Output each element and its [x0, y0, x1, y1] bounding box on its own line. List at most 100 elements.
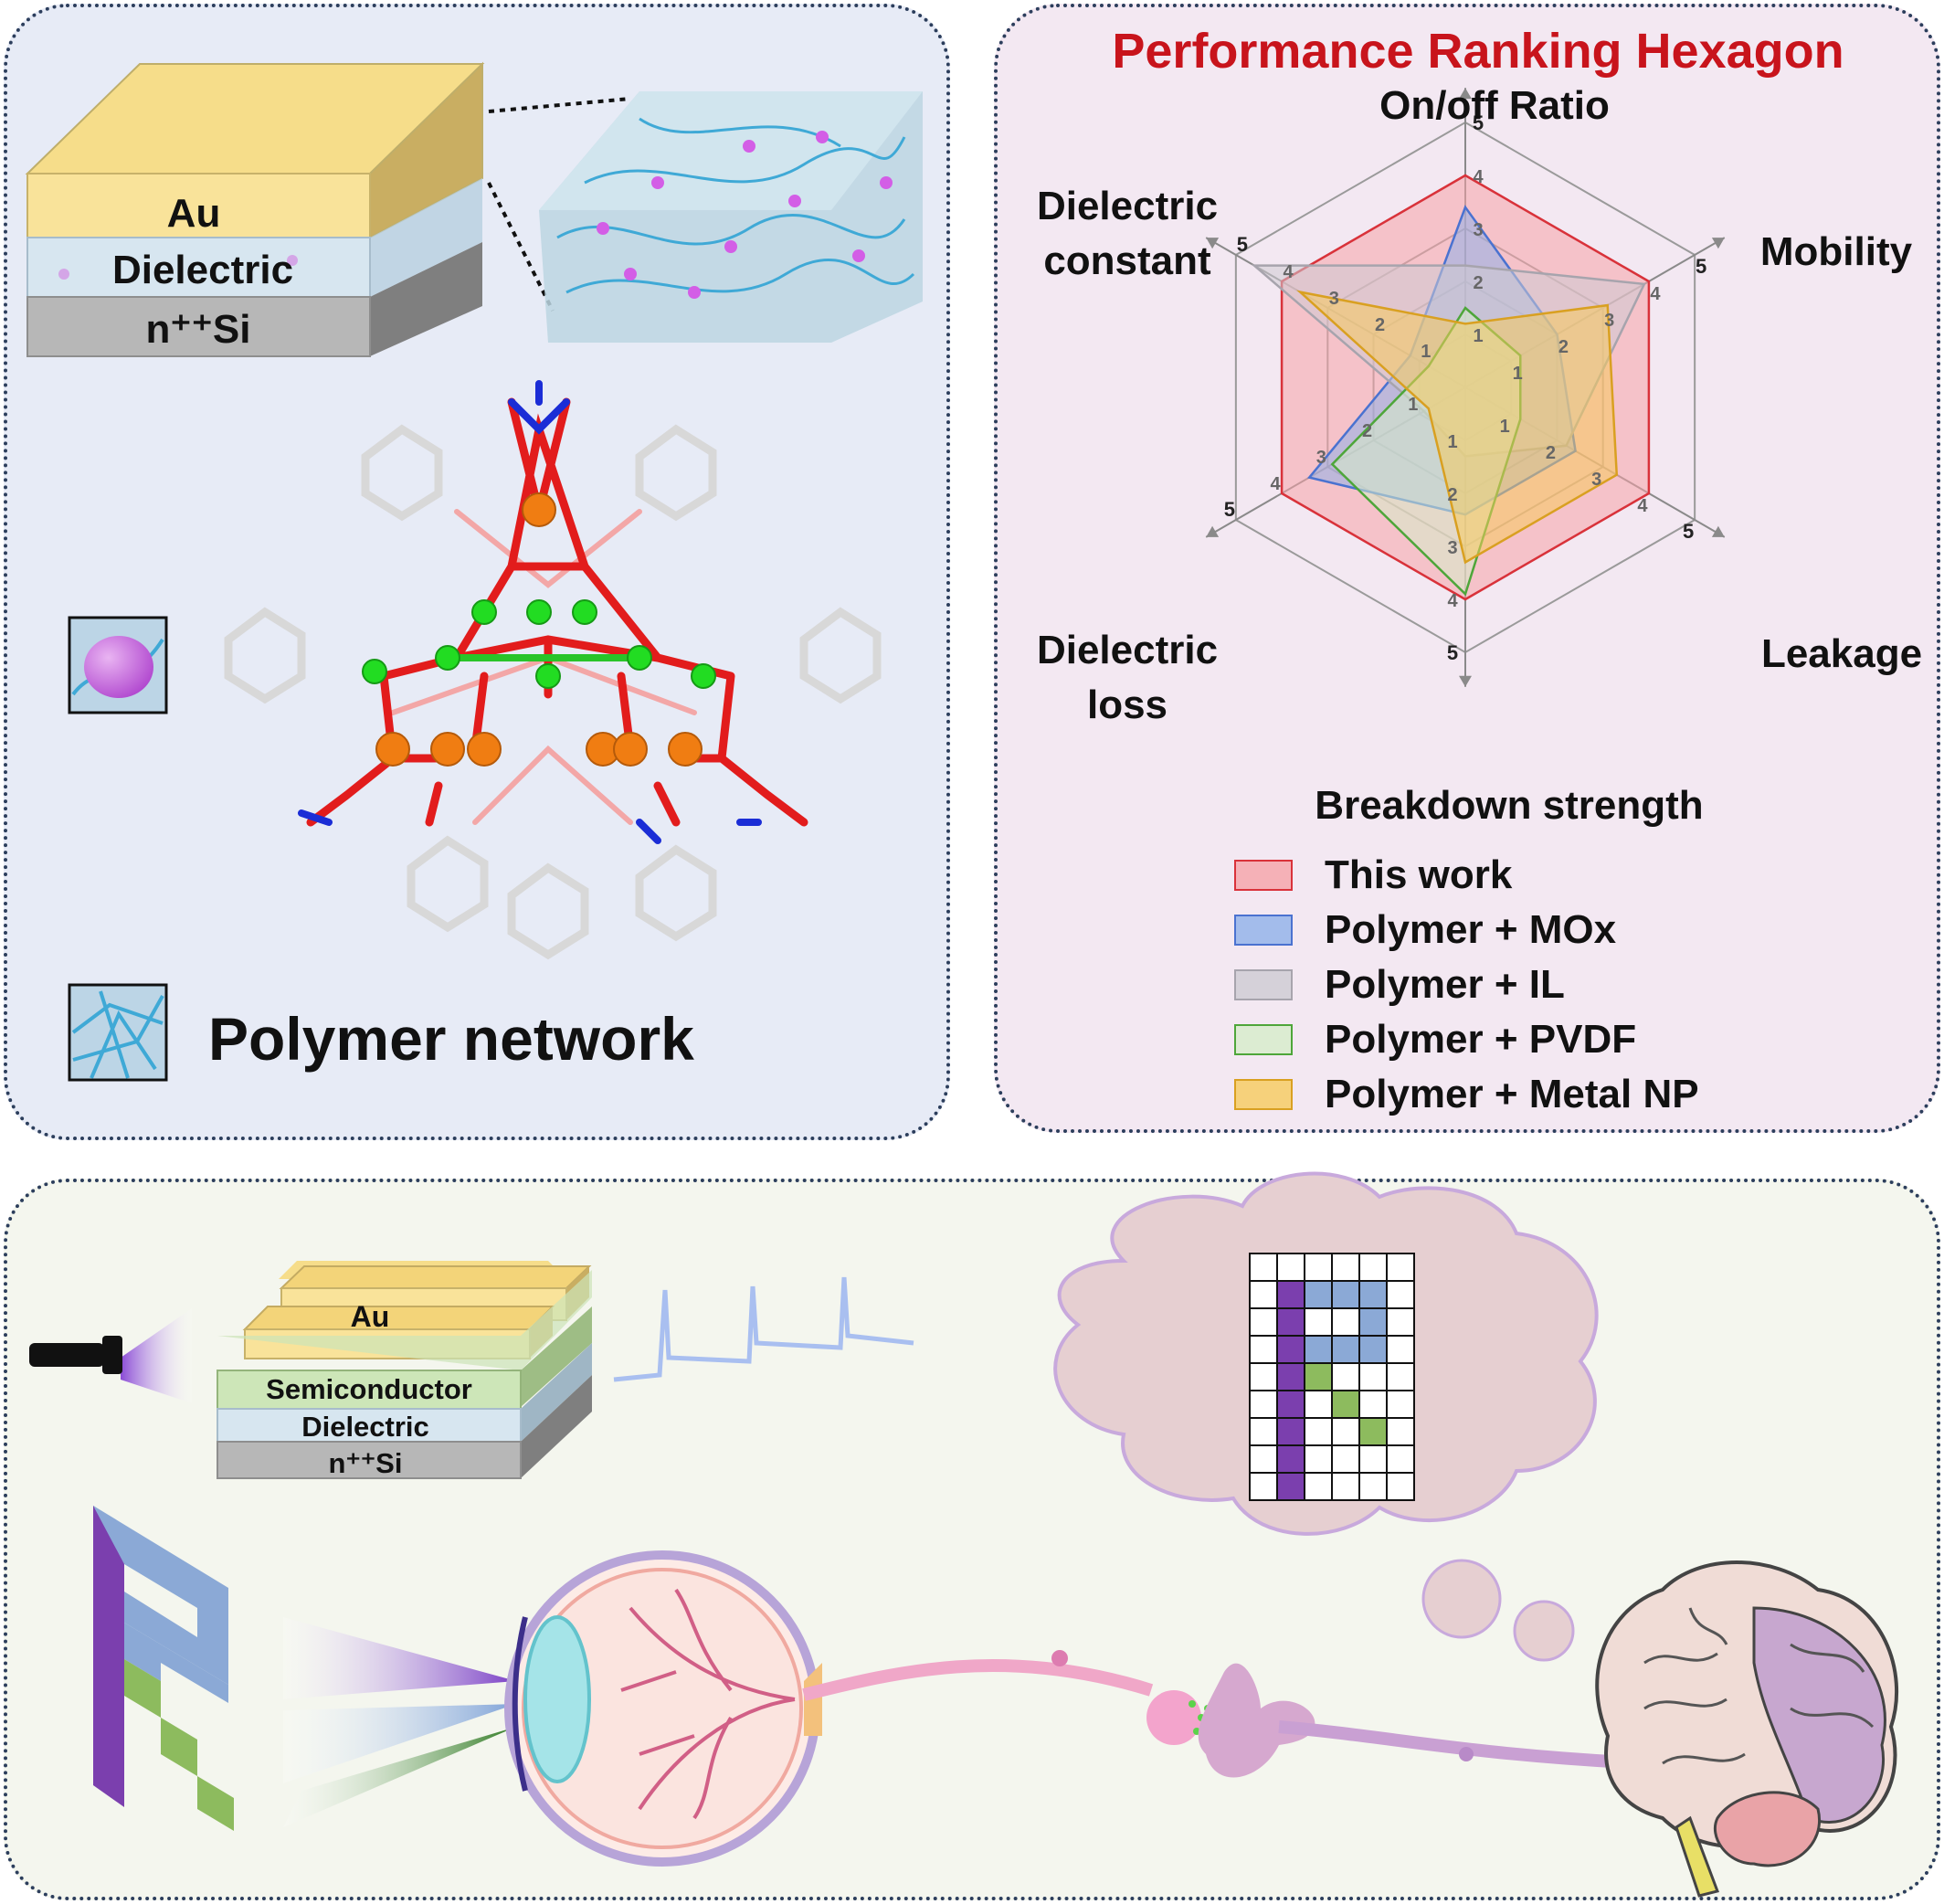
pixel-cell — [1249, 1390, 1278, 1419]
pixel-cell — [1331, 1444, 1360, 1474]
legend-entry: Polymer + IL — [1325, 962, 1565, 1007]
pixel-cell — [1249, 1307, 1278, 1337]
zoom-line-top — [488, 97, 631, 113]
pixel-cell — [1386, 1417, 1415, 1446]
tick-label: 2 — [1375, 315, 1385, 335]
polymer-network-label: Polymer network — [208, 1005, 694, 1073]
tick-label: 3 — [1316, 448, 1326, 468]
axon-node — [1459, 1747, 1474, 1761]
pixel-cell — [1358, 1253, 1388, 1282]
substrate-layer — [26, 296, 371, 357]
legend-entry: Polymer + Metal NP — [1325, 1072, 1699, 1116]
pixel-cell — [1331, 1307, 1360, 1337]
legend-swatch — [1234, 860, 1293, 891]
tick-label: 1 — [1447, 432, 1457, 452]
sphere-legend-icon — [68, 616, 168, 714]
tick-label: 2 — [1558, 337, 1569, 357]
legend-swatch — [1234, 915, 1293, 946]
pixel-cell — [1249, 1444, 1278, 1474]
tick-label: 2 — [1546, 443, 1556, 463]
axis-arrow — [1711, 238, 1725, 249]
pixel-letter-grid — [1249, 1253, 1415, 1501]
tick-label: 5 — [1683, 520, 1694, 543]
tick-label: 2 — [1473, 273, 1483, 293]
pixel-cell — [1249, 1280, 1278, 1309]
pixel-cell — [1249, 1417, 1278, 1446]
pixel-cell — [1386, 1390, 1415, 1419]
flashlight-icon — [29, 1308, 192, 1403]
pixel-cell — [1249, 1335, 1278, 1364]
device-stack-top: Au Dielectric n⁺⁺Si — [25, 61, 485, 357]
pixel-cell — [1386, 1335, 1415, 1364]
pixel-cell — [1331, 1472, 1360, 1501]
tick-label: 4 — [1650, 284, 1661, 304]
tick-label: 1 — [1421, 342, 1431, 362]
chart-title: Performance Ranking Hexagon — [1112, 24, 1844, 79]
pixel-cell — [1358, 1307, 1388, 1337]
pixel-cell — [1358, 1390, 1388, 1419]
legend-swatch — [1234, 1079, 1293, 1110]
tick-label: 1 — [1500, 417, 1510, 437]
axis-label: Mobility — [1760, 229, 1913, 274]
legend-entry: Polymer + PVDF — [1325, 1017, 1636, 1062]
au-electrode-label: Au — [351, 1300, 390, 1333]
tick-label: 5 — [1696, 255, 1706, 278]
pixel-cell — [1386, 1307, 1415, 1337]
substrate-label: n⁺⁺Si — [146, 307, 251, 352]
tick-label: 2 — [1447, 485, 1457, 505]
light-beam-green — [283, 1727, 516, 1827]
neuron-axon — [1278, 1720, 1645, 1770]
radar-series — [1251, 174, 1651, 601]
pixel-cell — [1304, 1362, 1333, 1391]
legend-swatch — [1234, 1024, 1293, 1055]
pixel-cell — [1304, 1390, 1333, 1419]
pixel-cell — [1386, 1444, 1415, 1474]
nerve-node — [1051, 1650, 1068, 1666]
axis-arrow — [1459, 88, 1472, 100]
tick-label: 3 — [1329, 289, 1339, 309]
brain-illustration — [1595, 1560, 1899, 1898]
legend-entry: Polymer + MOx — [1325, 907, 1617, 952]
light-beam-purple — [283, 1617, 516, 1699]
tick-label: 5 — [1237, 233, 1248, 256]
pixel-cell — [1358, 1472, 1388, 1501]
pixel-cell — [1276, 1444, 1305, 1474]
pixel-cell — [1331, 1253, 1360, 1282]
pixel-cell — [1358, 1362, 1388, 1391]
tick-label: 3 — [1591, 470, 1601, 490]
axis-arrow — [1206, 238, 1220, 249]
dielectric-bottom-label: Dielectric — [301, 1411, 429, 1443]
tick-label: 4 — [1447, 591, 1458, 611]
pixel-cell — [1358, 1444, 1388, 1474]
series-polymer-metal-np — [1296, 290, 1619, 565]
molecular-cluster — [224, 380, 882, 960]
pixel-cell — [1386, 1472, 1415, 1501]
pixel-cell — [1304, 1307, 1333, 1337]
tick-label: 4 — [1637, 496, 1648, 516]
pixel-cell — [1304, 1444, 1333, 1474]
pixel-cell — [1386, 1280, 1415, 1309]
pixel-cell — [1276, 1335, 1305, 1364]
axis-arrow — [1711, 525, 1725, 537]
pixel-cell — [1358, 1417, 1388, 1446]
tick-label: 1 — [1408, 395, 1418, 415]
pixel-cell — [1249, 1362, 1278, 1391]
axis-label: Breakdown strength — [1315, 783, 1703, 828]
zoom-line-bottom — [487, 182, 555, 312]
photocurrent-trace — [613, 1276, 914, 1382]
axis-label: On/off Ratio — [1379, 83, 1610, 128]
pixel-cell — [1331, 1417, 1360, 1446]
pixel-cell — [1386, 1362, 1415, 1391]
radar-chart: Performance Ranking Hexagon 1 2 3 4 5 1 2 3 4 5 1 2… — [1037, 24, 1922, 1116]
tick-label: 4 — [1271, 474, 1282, 494]
axis-arrow — [1206, 525, 1220, 537]
pixel-cell — [1331, 1390, 1360, 1419]
light-beam-blue — [283, 1704, 516, 1783]
pixel-cell — [1304, 1280, 1333, 1309]
axon-terminal — [1146, 1690, 1201, 1745]
pixel-cell — [1304, 1417, 1333, 1446]
dielectric-zoom-block — [539, 91, 923, 343]
